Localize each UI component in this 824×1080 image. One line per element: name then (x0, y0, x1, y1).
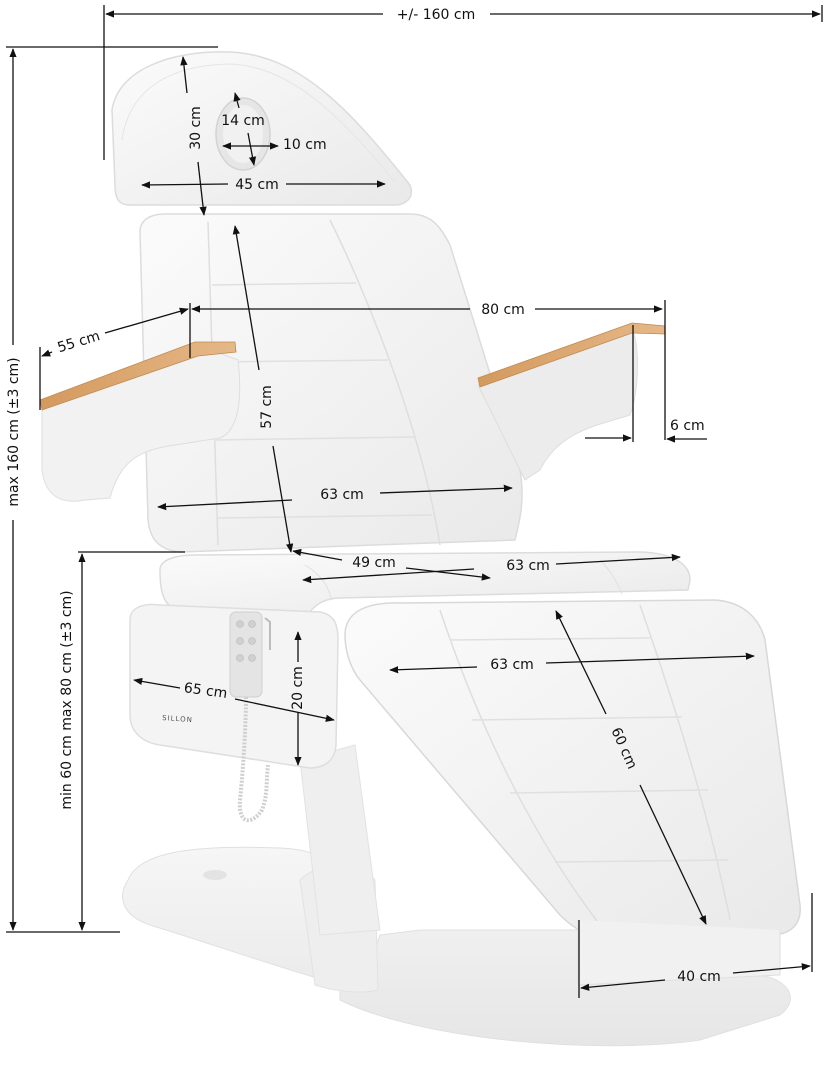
leg-rest (344, 599, 801, 986)
dim-seat-side-length (133, 677, 335, 722)
label-seat-side-length: 65 cm (183, 680, 228, 702)
label-seat-side-height: 20 cm (290, 666, 306, 710)
remote-control[interactable] (229, 611, 271, 823)
label-overall-height: max 160 cm (±3 cm) (6, 357, 22, 506)
remote-buttons (236, 620, 256, 662)
left-armrest (39, 341, 241, 502)
dim-overall-height (6, 46, 218, 933)
dim-backrest-width (157, 484, 513, 511)
label-seat-width: 63 cm (506, 558, 550, 574)
label-headrest-width: 45 cm (235, 177, 279, 193)
dim-legrest-length (555, 610, 707, 925)
label-headrest-height: 30 cm (188, 106, 204, 150)
dim-armrest-length (39, 303, 191, 410)
label-overall-length: +/- 160 cm (397, 7, 475, 23)
label-face-hole-height: 14 cm (221, 113, 265, 129)
dim-footrest-end-width (578, 893, 813, 998)
dim-armrest-overhang (585, 325, 707, 443)
dim-width-between-armrests (191, 300, 666, 440)
dim-headrest-height (180, 56, 207, 216)
dim-headrest-width (141, 180, 386, 189)
dim-backrest-length (232, 225, 294, 553)
label-face-hole-width: 10 cm (283, 137, 327, 153)
label-seat-height: min 60 cm max 80 cm (±3 cm) (59, 590, 75, 809)
dimension-annotations (6, 5, 823, 998)
label-seat-depth: 49 cm (352, 555, 396, 571)
dim-seat-width (302, 553, 681, 584)
left-armrest-wood-top (39, 341, 237, 411)
label-backrest-length: 57 cm (259, 385, 275, 429)
backrest (139, 213, 523, 553)
dim-seat-depth (292, 548, 491, 581)
label-width-between-armrests: 80 cm (481, 302, 525, 318)
label-backrest-width: 63 cm (320, 487, 364, 503)
chair-illustration: SILLON (39, 51, 801, 1047)
label-armrest-length: 55 cm (56, 328, 102, 356)
label-armrest-overhang: 6 cm (670, 418, 705, 434)
dim-seat-height (78, 551, 185, 931)
remote-cable (237, 696, 270, 823)
dimension-labels: +/- 160 cm max 160 cm (±3 cm) min 60 cm … (6, 7, 721, 985)
brand-label: SILLON (162, 714, 193, 724)
dim-overall-length (103, 5, 823, 160)
label-legrest-width: 63 cm (490, 657, 534, 673)
dim-face-hole (222, 92, 279, 166)
chair-column (299, 744, 381, 936)
label-footrest-end-width: 40 cm (677, 969, 721, 985)
